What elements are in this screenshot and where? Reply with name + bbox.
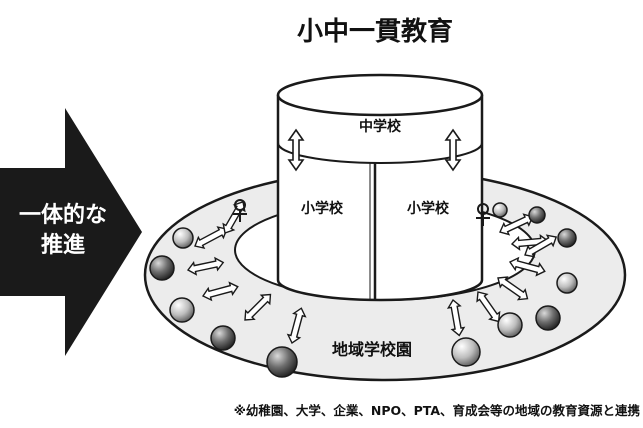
resource-ball [451,337,481,367]
diagram-title: 小中一貫教育 [297,16,453,47]
promotion-arrow: 一体的な 推進 [0,108,142,356]
connector-arrows-vertical [287,128,462,172]
junior-high-label: 中学校 [359,118,402,135]
community-resource-balls [149,202,578,378]
community-zone-label: 地域学校園 [332,340,412,359]
elementary-left-label: 小学校 [301,200,344,217]
resource-ball [492,202,508,218]
resource-ball [210,325,236,351]
resource-ball [149,255,175,281]
resource-ball [497,312,523,338]
resource-ball [535,305,561,331]
resource-ball [266,346,298,378]
resource-ball [528,206,546,224]
resource-ball [556,272,578,294]
arrow-label-line2: 推進 [41,233,85,258]
resource-ball [169,297,195,323]
person-icons [233,199,490,226]
resource-ball [172,227,194,249]
school-cylinder [276,73,484,302]
arrow-label-line1: 一体的な [19,202,107,228]
elementary-right-label: 小学校 [407,200,450,217]
footnote: ※幼稚園、大学、企業、NPO、PTA、育成会等の地域の教育資源と連携 [234,403,641,418]
resource-ball [557,228,577,248]
